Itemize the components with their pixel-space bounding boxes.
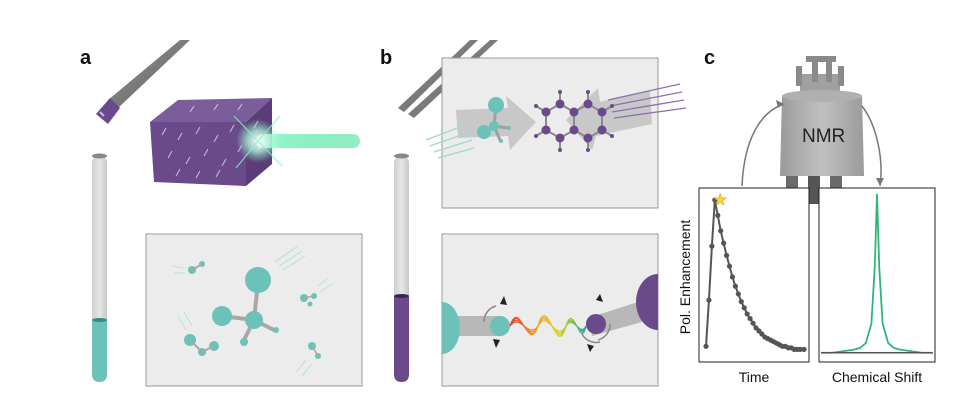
collision-box: [425, 57, 687, 209]
peak-star-icon: ★: [713, 192, 727, 209]
laser-beam: [233, 115, 360, 169]
small-molecule: [300, 277, 333, 307]
data-point: [801, 346, 807, 352]
data-point: [797, 346, 803, 352]
sample-tube-a: [92, 153, 107, 382]
left-ylabel: Pol. Enhancement: [677, 220, 693, 335]
data-point: [741, 305, 747, 311]
panel-b-label: b: [380, 47, 392, 69]
tweezer-icon: [96, 40, 190, 124]
enhancement-plot: ★ Time Pol. Enhancement: [677, 187, 810, 385]
data-point: [738, 299, 744, 305]
arrow-head: [876, 178, 884, 186]
spectrum-series: [821, 193, 933, 354]
enhancement-series: [703, 197, 807, 352]
data-point: [747, 315, 753, 322]
sample-tube-b: [394, 153, 409, 382]
small-molecule: [177, 311, 219, 356]
data-point: [715, 212, 721, 218]
data-point: [718, 228, 724, 234]
small-molecule: [295, 342, 321, 377]
molecule-box-a: [145, 233, 363, 387]
left-xlabel: Time: [739, 369, 770, 385]
nmr-label: NMR: [802, 126, 845, 147]
panel-a-label: a: [80, 47, 92, 69]
data-point: [732, 283, 739, 289]
transfer-box: [441, 233, 659, 387]
data-point: [735, 291, 741, 297]
naphthalene-molecule: [534, 90, 614, 152]
data-point: [709, 243, 715, 249]
data-point: [723, 252, 730, 259]
data-point: [703, 343, 709, 349]
spectrum-plot: Chemical Shift: [818, 187, 936, 385]
right-xlabel: Chemical Shift: [832, 369, 922, 385]
data-point: [729, 274, 736, 280]
panel-c-label: c: [704, 47, 715, 69]
small-molecule: [171, 261, 205, 274]
energy-wave: [509, 315, 587, 337]
spectrum-line-hyperpolarized: [821, 193, 933, 354]
data-point: [726, 263, 733, 269]
flow-arrow: [741, 103, 882, 187]
data-point: [706, 297, 712, 303]
arrow-head: [776, 100, 784, 108]
data-point: [712, 197, 718, 203]
data-point: [744, 311, 750, 317]
data-point: [721, 240, 727, 246]
data-point: [750, 320, 756, 326]
